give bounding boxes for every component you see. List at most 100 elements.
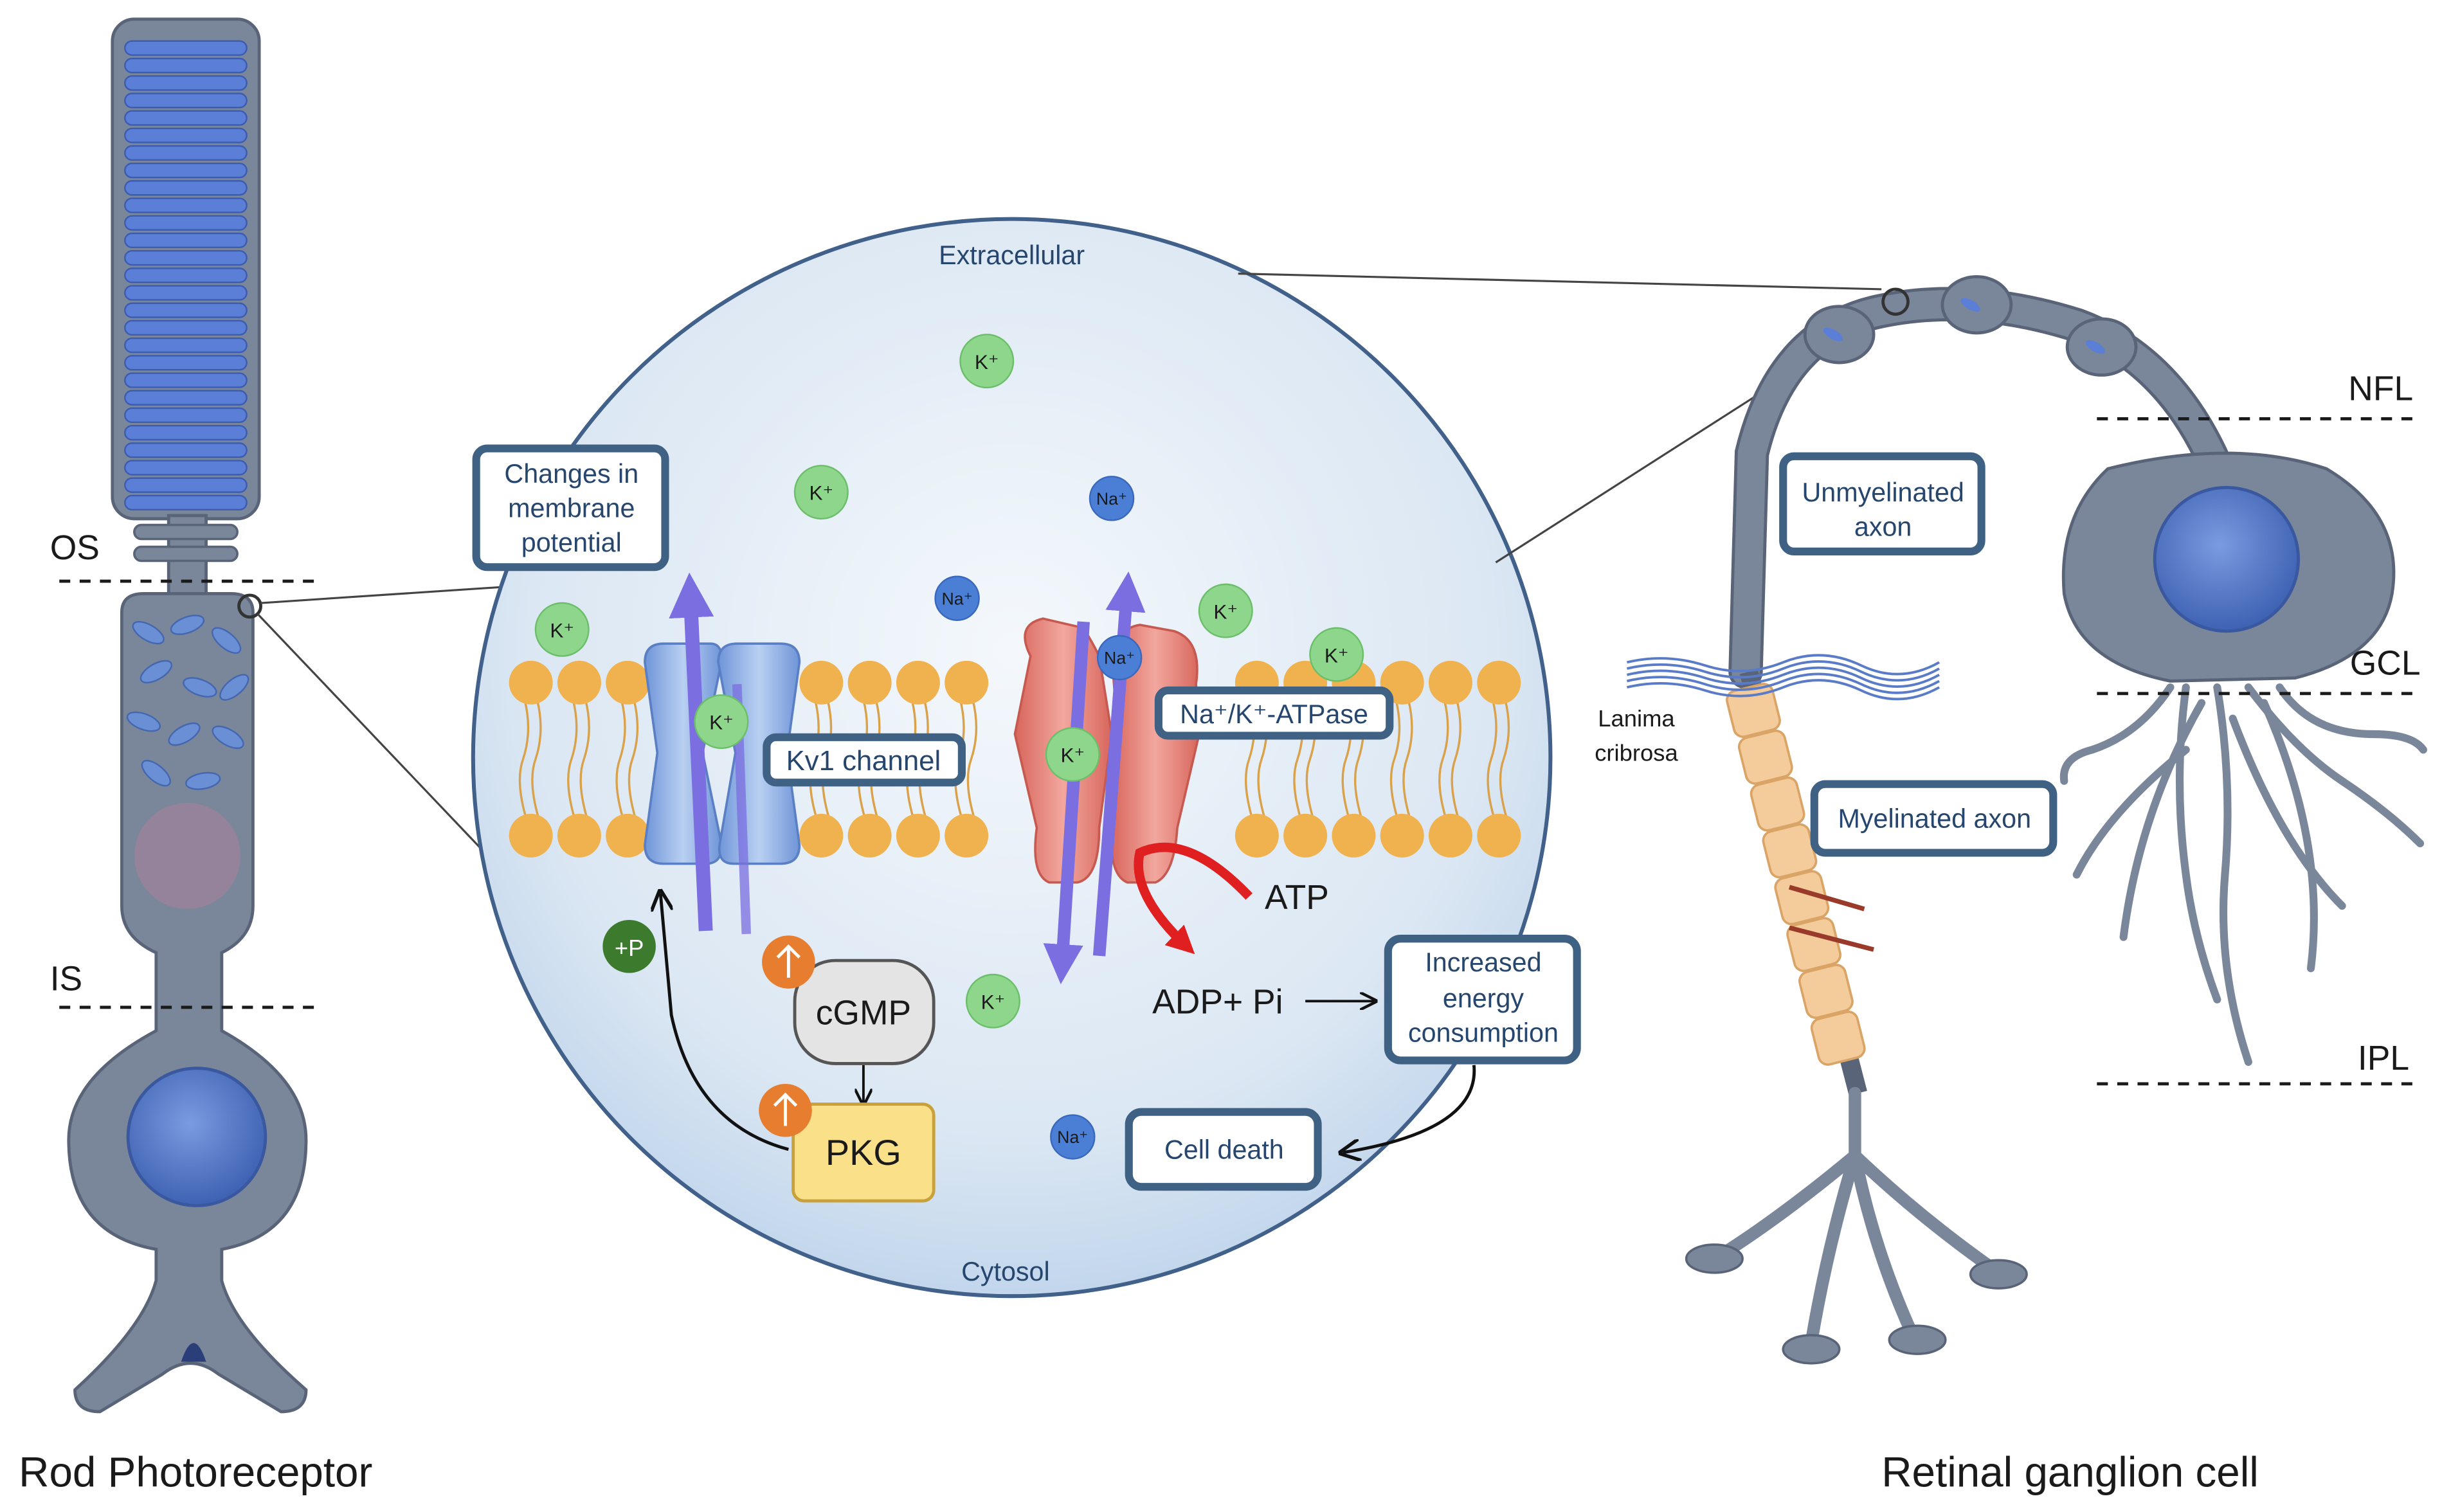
phosphate-label: +P: [615, 935, 644, 961]
lamina-fiber: [1626, 654, 1940, 676]
dendrite: [2059, 683, 2175, 785]
rod-disc: [124, 232, 248, 249]
rod-disc: [124, 267, 248, 284]
cgmp-label: cGMP: [816, 995, 911, 1032]
rod-disc: [124, 110, 248, 126]
potassium-ion-label: K⁺: [975, 350, 999, 374]
rod-mitochondrion: [170, 615, 205, 635]
cytosol-label: Cytosol: [961, 1257, 1050, 1286]
lipid-head: [606, 813, 650, 858]
lipid-head: [896, 660, 940, 705]
sodium-ion-label: Na⁺: [1057, 1128, 1088, 1147]
potassium-ion-label: K⁺: [981, 990, 1006, 1013]
rgc-nucleus: [2153, 485, 2301, 633]
membrane-potential-box: Changes in membrane potential: [472, 444, 669, 572]
cell-death-box: Cell death: [1125, 1108, 1322, 1191]
sodium-ion: Na⁺: [934, 575, 980, 621]
rod-disc: [124, 285, 248, 301]
potassium-ion-label: K⁺: [809, 482, 833, 505]
zoom-circle: [471, 217, 1553, 1299]
lipid-head: [1428, 660, 1472, 705]
up-arrow-badge-icon: [759, 1083, 812, 1137]
potassium-ion: K⁺: [534, 602, 590, 657]
pkg-box: PKG: [791, 1102, 936, 1203]
potassium-ion: K⁺: [965, 973, 1020, 1029]
energy-line3: consumption: [1408, 1018, 1559, 1047]
rod-mitochondrion: [132, 620, 165, 645]
membrane-zoom: Extracellular Cytosol K⁺K⁺K⁺K⁺K⁺K⁺K⁺K⁺Na…: [471, 217, 1581, 1299]
potassium-ion-label: K⁺: [1325, 644, 1349, 667]
atp-hydrolysis-arrow: [1134, 842, 1253, 955]
synaptic-terminal: [1685, 1243, 1744, 1274]
rod-disc: [124, 355, 248, 371]
lamina-fiber: [1626, 672, 1940, 694]
myelinated-box: Myelinated axon: [1810, 780, 2058, 857]
energy-to-death-arrow: [1343, 1065, 1476, 1153]
potassium-ion: K⁺: [959, 334, 1015, 389]
rod-mitochondrion: [185, 771, 221, 790]
lipid-head: [847, 813, 892, 858]
potassium-ion-label: K⁺: [709, 711, 734, 734]
lipid-head: [945, 813, 989, 858]
gcl-label: GCL: [2350, 645, 2421, 683]
rod-mitochondrion: [212, 627, 242, 654]
potassium-ion: K⁺: [1045, 727, 1100, 782]
rod-disc: [124, 337, 248, 354]
rod-os-label: OS: [50, 529, 100, 567]
lipid-head: [1332, 813, 1376, 858]
atpase-label-box: Na⁺/K⁺-ATPase: [1154, 686, 1394, 740]
sodium-ion-label: Na⁺: [941, 589, 972, 608]
ion-layer: K⁺ K⁺ K⁺ K⁺ K⁺ K⁺ K⁺ K⁺ Na⁺ Na⁺ Na⁺ Na⁺: [534, 334, 1364, 1160]
kv1-label-box: Kv1 channel: [763, 733, 966, 787]
lamina-cribrosa-fibers: [1626, 654, 1940, 701]
rod-disc: [124, 180, 248, 196]
retinal-ganglion-cell: NFL GCL IPL Unmyelinated axon Lanima cri…: [1238, 273, 2427, 1495]
sodium-ion-label: Na⁺: [1104, 649, 1135, 668]
rod-disc: [124, 407, 248, 424]
rod-disc: [124, 162, 248, 179]
rod-mitochondrion: [212, 725, 244, 750]
myelin-segment: [1774, 870, 1830, 926]
rod-is-label: IS: [50, 960, 82, 998]
lipid-head: [509, 813, 553, 858]
rgc-zoom-marker: [1881, 287, 1910, 316]
kv1-label: Kv1 channel: [786, 745, 941, 777]
dendrite: [2119, 699, 2206, 941]
rod-disc: [124, 93, 248, 109]
rod-zoom-marker: [237, 593, 262, 619]
rod-disc: [124, 320, 248, 336]
rod-disc: [124, 127, 248, 143]
sodium-ion-label: Na⁺: [1096, 489, 1127, 509]
adp-label: ADP+ Pi: [1152, 984, 1283, 1022]
unmyelinated-line2: axon: [1854, 512, 1912, 542]
rod-disc: [124, 40, 248, 56]
rod-mitochondrion: [219, 674, 249, 701]
rod-mitochondria: [126, 615, 249, 790]
axon-terminal-branch: [1849, 1149, 2005, 1279]
synaptic-terminal: [1888, 1324, 1947, 1355]
potassium-ion-label: K⁺: [550, 618, 574, 642]
lipid-head: [896, 813, 940, 858]
membrane-potential-line1: Changes in: [504, 459, 638, 489]
lipid-head: [799, 813, 844, 858]
lipid-head: [1428, 813, 1472, 858]
rod-disc: [124, 197, 248, 213]
up-arrow-badge-icon: [762, 935, 815, 989]
potassium-ion: K⁺: [1198, 583, 1253, 638]
membrane-potential-line3: potential: [521, 528, 622, 557]
rod-disc: [124, 477, 248, 493]
lamina-line2: cribrosa: [1595, 739, 1678, 766]
rod-mitochondrion: [140, 660, 172, 684]
energy-box: Increased energy consumption: [1384, 935, 1581, 1065]
rod-photoreceptor: OS IS Rod Photoreceptor: [19, 17, 520, 1495]
rod-nucleus: [126, 1066, 267, 1207]
myelin-segment: [1750, 776, 1805, 832]
rod-disc: [124, 424, 248, 441]
rgc-varicosities: [1803, 275, 2138, 377]
potassium-ion: K⁺: [694, 694, 749, 750]
rod-disc: [124, 460, 248, 476]
rod-disc: [124, 372, 248, 388]
potassium-ion-label: K⁺: [1060, 744, 1085, 767]
rod-disc: [124, 249, 248, 266]
